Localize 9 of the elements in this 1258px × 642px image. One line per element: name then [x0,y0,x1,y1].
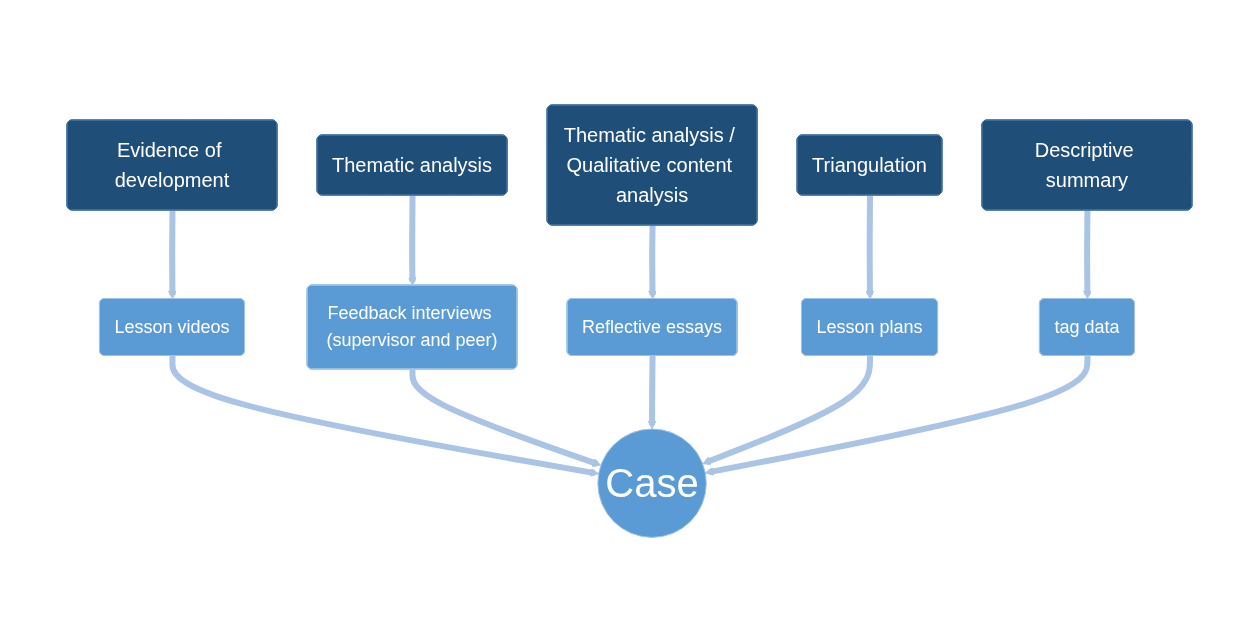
arrow [865,195,874,300]
arrow [704,355,1090,476]
arrow [1082,210,1092,300]
arrow [701,355,873,465]
arrow [167,210,177,300]
node-circle: Case [596,428,707,538]
arrow [647,225,657,300]
arrow [647,355,656,430]
arrow [407,195,417,286]
